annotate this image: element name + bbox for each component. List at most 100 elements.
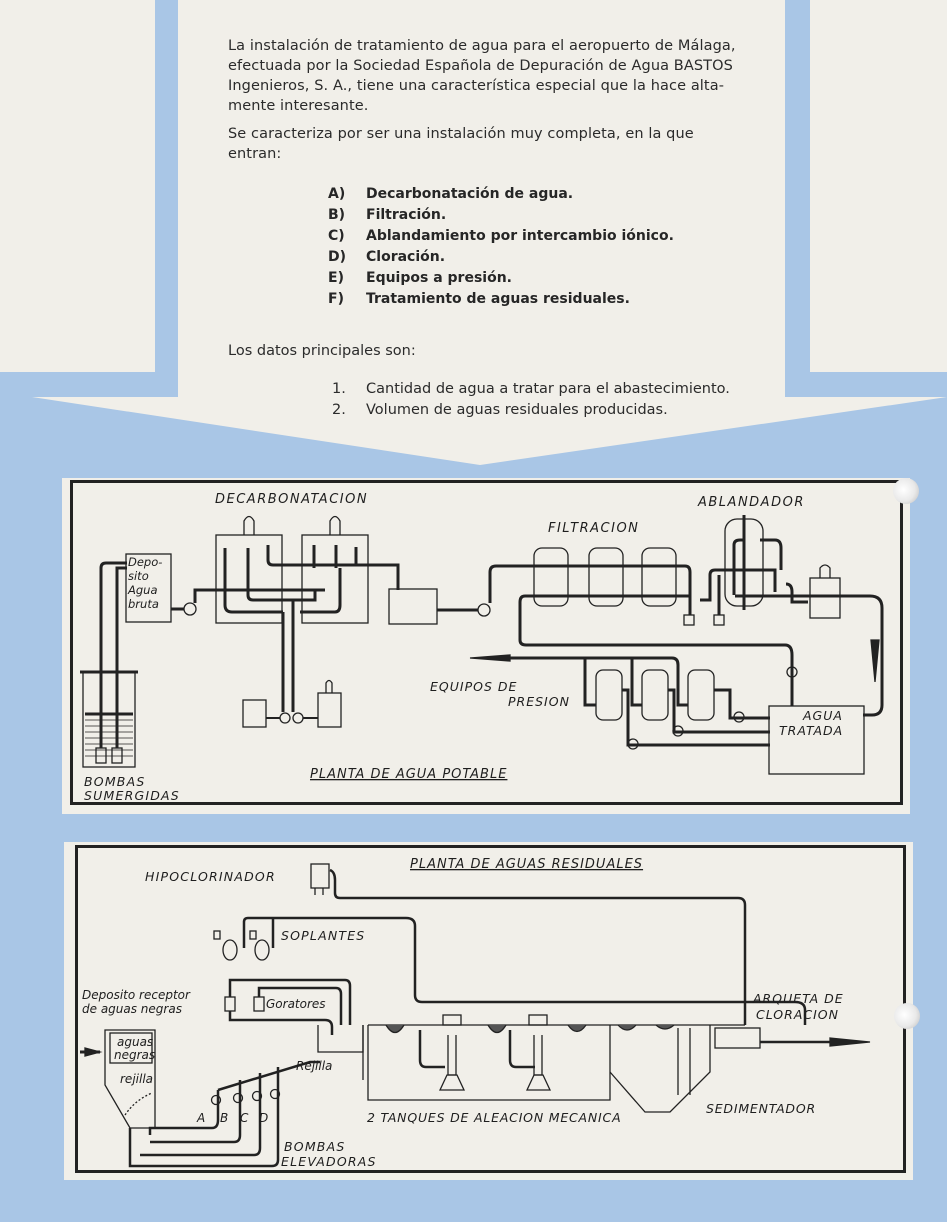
datos-list: 1. Cantidad de agua a tratar para el abas… bbox=[332, 379, 730, 421]
filter-vessel bbox=[588, 547, 624, 607]
label-arqueta: CLORACION bbox=[756, 1007, 839, 1022]
component-key: E) bbox=[328, 270, 344, 286]
pump-icon bbox=[251, 1090, 263, 1102]
filter-vessel bbox=[641, 547, 677, 607]
label-ablandador: ABLANDADOR bbox=[697, 495, 805, 510]
component-label: Cloración. bbox=[366, 249, 446, 265]
label-equipos: EQUIPOS DE bbox=[430, 679, 517, 694]
flow-down-arrow-icon bbox=[870, 639, 880, 683]
label-bombas-sumergidas: SUMERGIDAS bbox=[84, 788, 180, 803]
pressure-vessel bbox=[687, 669, 715, 721]
datos-item: 2. Volumen de aguas residuales producidas… bbox=[332, 400, 730, 421]
label-aguas-negras: negras bbox=[114, 1048, 155, 1062]
pump-icon bbox=[477, 603, 491, 617]
component-key: A) bbox=[328, 186, 346, 202]
potable-water-frame bbox=[70, 480, 903, 805]
decarbonation-tank-1 bbox=[215, 534, 283, 624]
label-decarbonatacion: DECARBONATACION bbox=[215, 492, 368, 507]
component-key: D) bbox=[328, 249, 347, 265]
paper-right bbox=[810, 0, 947, 372]
label-filtracion: FILTRACION bbox=[548, 521, 639, 536]
intro-line: Ingenieros, S. A., tiene una característ… bbox=[228, 78, 725, 94]
label-aguas-negras: aguas bbox=[117, 1035, 153, 1049]
component-key: B) bbox=[328, 207, 346, 223]
label-deposito-receptor: de aguas negras bbox=[82, 1002, 182, 1016]
label-bombas-sumergidas: BOMBAS bbox=[84, 774, 145, 789]
label-pump-b: B bbox=[220, 1111, 228, 1125]
blower-icon bbox=[254, 939, 270, 961]
intro-paragraph-1: La instalación de tratamiento de agua pa… bbox=[228, 36, 748, 116]
pressure-vessel bbox=[641, 669, 669, 721]
pump-icon bbox=[269, 1088, 281, 1100]
label-deposito: Depo- bbox=[128, 555, 162, 569]
label-rejilla-small: rejilla bbox=[120, 1072, 153, 1086]
label-deposito: Agua bbox=[127, 583, 158, 597]
chlorination-box bbox=[714, 1027, 761, 1049]
paper-left bbox=[0, 0, 155, 372]
reagent-tank bbox=[317, 692, 342, 728]
label-tanques: 2 TANQUES DE ALEACION MECANICA bbox=[367, 1110, 621, 1125]
hypochlorinator-tank bbox=[310, 863, 330, 889]
chlorinator-tank bbox=[809, 577, 841, 619]
label-rejilla: Rejilla bbox=[296, 1059, 332, 1073]
datos-label: Cantidad de agua a tratar para el abaste… bbox=[366, 381, 730, 397]
component-label: Decarbonatación de agua. bbox=[366, 186, 574, 202]
pump-icon bbox=[232, 1092, 244, 1104]
label-sedimentador: SEDIMENTADOR bbox=[706, 1101, 816, 1116]
component-label: Ablandamiento por intercambio iónico. bbox=[366, 228, 674, 244]
label-deposito-receptor: Deposito receptor bbox=[82, 988, 191, 1002]
grinder-icon bbox=[253, 996, 265, 1012]
pump-icon bbox=[210, 1094, 222, 1106]
raw-water-tank bbox=[125, 553, 172, 623]
label-agua-tratada: AGUA bbox=[802, 708, 843, 723]
component-key: C) bbox=[328, 228, 345, 244]
label-bombas-elevadoras: ELEVADORAS bbox=[281, 1154, 377, 1169]
component-label: Tratamiento de aguas residuales. bbox=[366, 291, 630, 307]
wastewater-diagram-title: PLANTA DE AGUAS RESIDUALES bbox=[410, 857, 643, 872]
pressure-vessel bbox=[595, 669, 623, 721]
tank-dome bbox=[243, 515, 255, 535]
intro-line: Se caracteriza por ser una instalación m… bbox=[228, 126, 694, 142]
datos-item: 1. Cantidad de agua a tratar para el abas… bbox=[332, 379, 730, 400]
label-hipoclorinador: HIPOCLORINADOR bbox=[145, 869, 276, 884]
flow-right-arrow-icon bbox=[829, 1037, 871, 1047]
datos-label: Volumen de aguas residuales producidas. bbox=[366, 402, 668, 418]
treated-water-tank bbox=[768, 705, 865, 775]
intro-line: efectuada por la Sociedad Española de De… bbox=[228, 58, 733, 74]
decarbonation-tank-2 bbox=[301, 534, 369, 624]
component-key: F) bbox=[328, 291, 344, 307]
intro-line: La instalación de tratamiento de agua pa… bbox=[228, 38, 736, 54]
pump-icon bbox=[672, 725, 684, 737]
blower-icon bbox=[222, 939, 238, 961]
label-deposito: sito bbox=[128, 569, 149, 583]
label-pump-d: D bbox=[259, 1111, 268, 1125]
datos-title: Los datos principales son: bbox=[228, 343, 416, 359]
label-bombas-elevadoras: BOMBAS bbox=[284, 1139, 345, 1154]
label-arqueta: ARQUETA DE bbox=[752, 991, 844, 1006]
intro-text: La instalación de tratamiento de agua pa… bbox=[228, 36, 748, 172]
datos-key: 1. bbox=[332, 381, 346, 397]
pump-icon bbox=[627, 738, 639, 750]
reagent-tank bbox=[242, 699, 267, 728]
label-pump-c: C bbox=[240, 1111, 249, 1125]
component-label: Equipos a presión. bbox=[366, 270, 512, 286]
grinder-icon bbox=[224, 996, 236, 1012]
potable-diagram-title: PLANTA DE AGUA POTABLE bbox=[310, 767, 507, 782]
buffer-tank bbox=[388, 588, 438, 625]
intro-paragraph-2: Se caracteriza por ser una instalación m… bbox=[228, 124, 748, 164]
component-item: D) Cloración. bbox=[328, 247, 674, 268]
datos-key: 2. bbox=[332, 402, 346, 418]
aerator-motor bbox=[442, 1014, 462, 1026]
sewage-receiver bbox=[104, 1029, 156, 1129]
binder-hole bbox=[894, 1003, 920, 1029]
components-list: A)Decarbonatación de agua. B)Filtración.… bbox=[328, 184, 674, 310]
pump-icon bbox=[733, 711, 745, 723]
label-soplantes: SOPLANTES bbox=[281, 928, 365, 943]
aerator-motor bbox=[528, 1014, 548, 1026]
component-item: A) Decarbonatación de agua. bbox=[328, 184, 674, 205]
label-deposito: bruta bbox=[128, 597, 159, 611]
tank-dome bbox=[329, 515, 341, 535]
